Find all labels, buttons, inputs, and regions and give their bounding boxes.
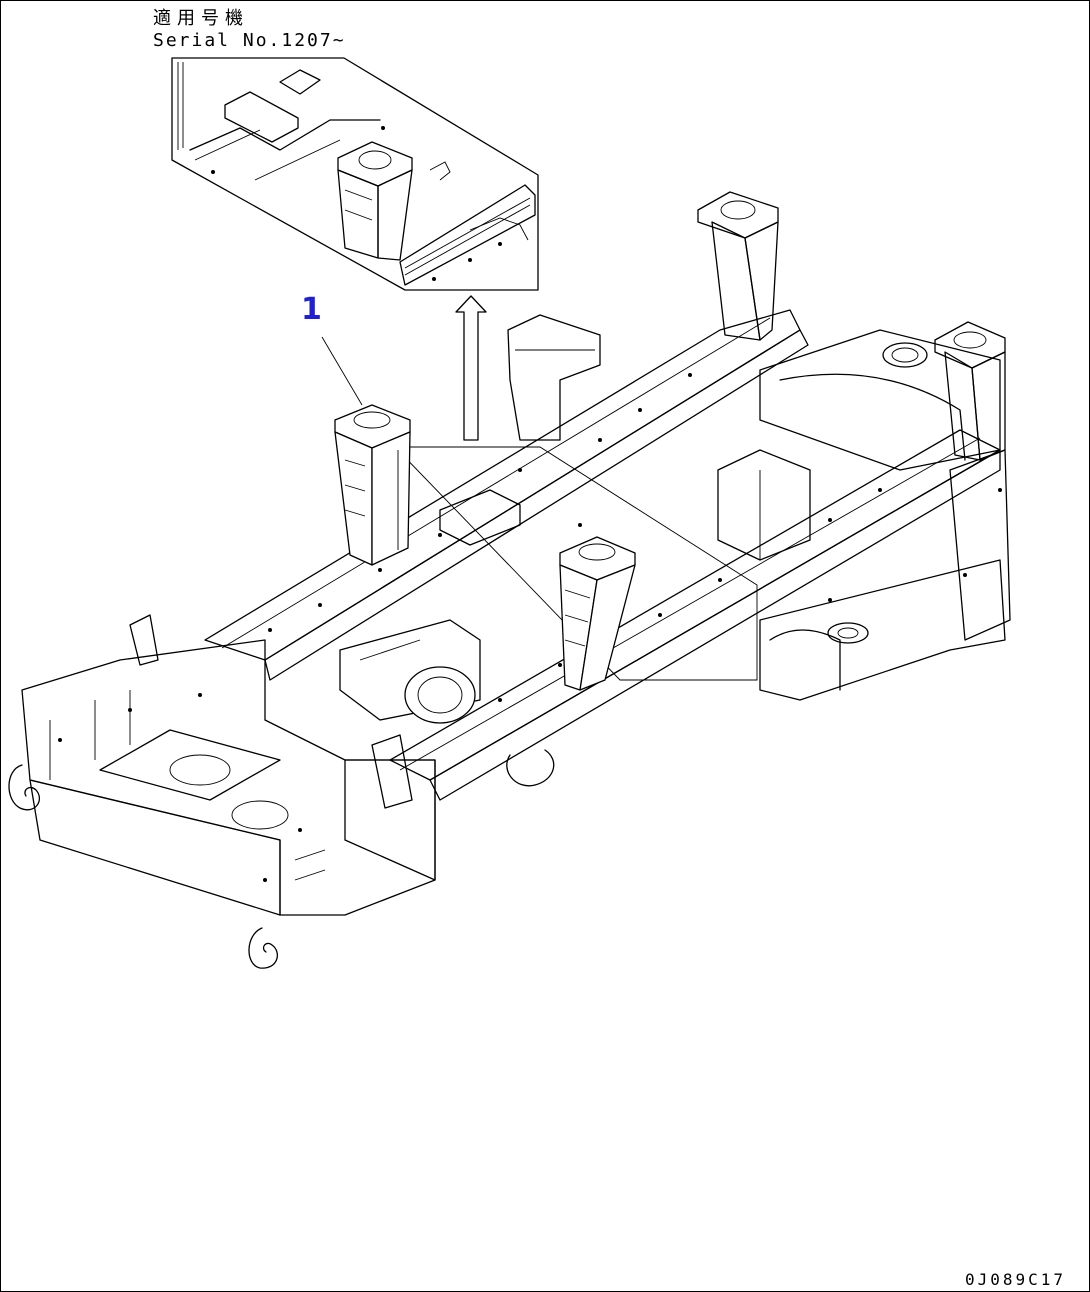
serial-range-label: Serial No.1207~	[153, 30, 346, 51]
detail-inset-view	[171, 57, 539, 291]
part-callout-1: 1	[301, 292, 322, 327]
callout-leader-line	[321, 336, 363, 406]
drawing-number: 0J089C17	[965, 1270, 1067, 1289]
part-1-mount-column-right[interactable]	[559, 536, 636, 691]
part-1-mount-column-left[interactable]	[334, 404, 411, 566]
applicable-serial-label: 適用号機	[153, 8, 249, 29]
arrow-up-icon	[455, 295, 487, 441]
main-frame	[8, 191, 1011, 969]
